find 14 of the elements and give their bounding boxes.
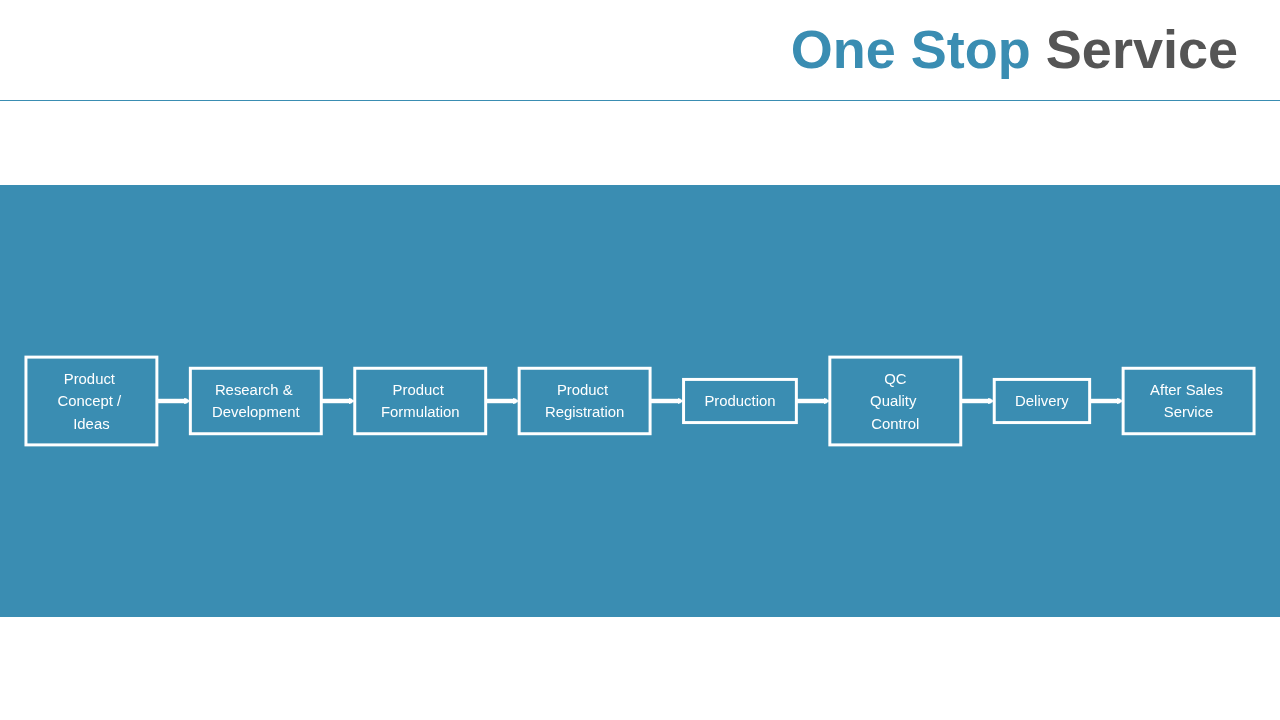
arrow (156, 397, 191, 405)
arrow (650, 397, 684, 405)
arrow (960, 397, 995, 405)
node-box: QC Quality Control (828, 355, 963, 447)
node-box: Product Formulation (353, 366, 488, 436)
node-box: Product Concept / Ideas (24, 355, 159, 447)
arrow (485, 397, 520, 405)
node-box: Production (682, 377, 798, 425)
node-box: After Sales Service (1121, 366, 1256, 436)
arrow (1089, 397, 1124, 405)
node-box: Product Registration (517, 366, 652, 436)
node-box: Research & Development (188, 366, 323, 436)
title: One Stop Service (790, 18, 1238, 80)
node-box: Delivery (992, 377, 1092, 425)
